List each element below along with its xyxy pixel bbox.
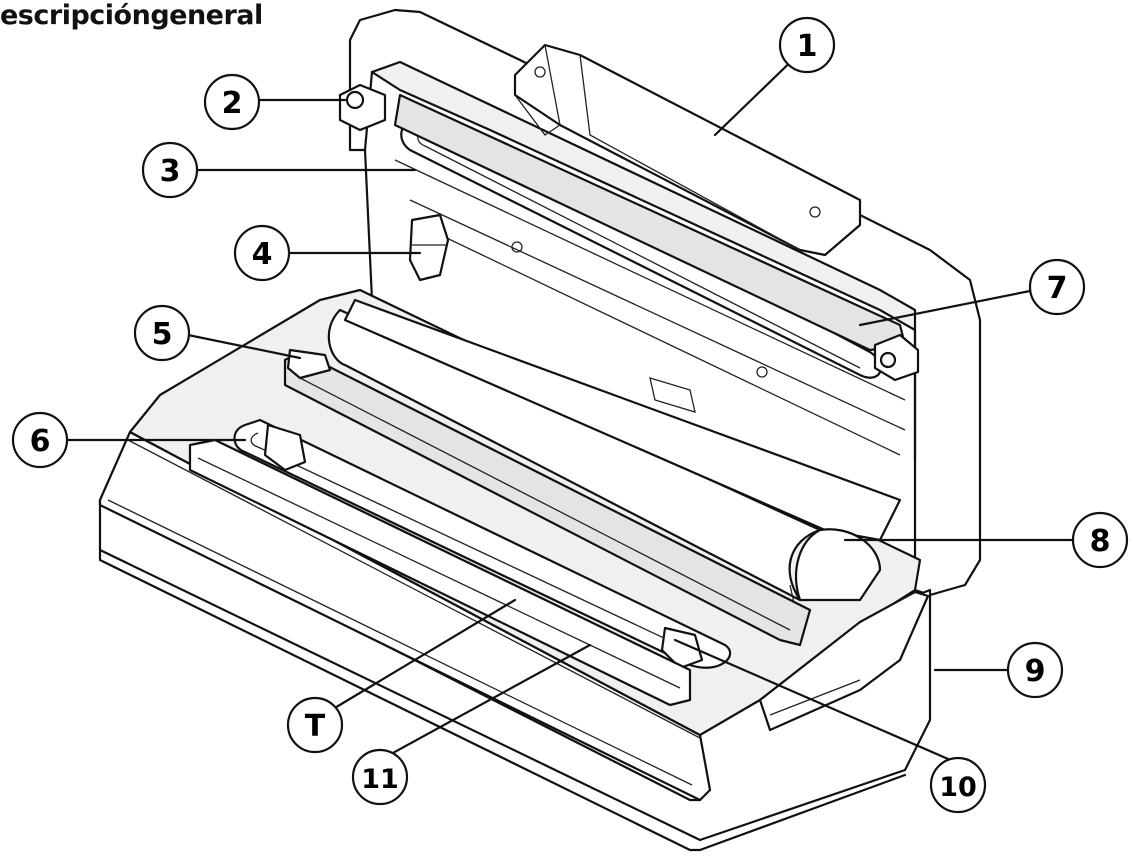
page-title: escripcióngeneral (0, 0, 263, 31)
callout-10-label: 10 (939, 772, 977, 803)
callout-2-label: 2 (222, 86, 243, 121)
callout-9-label: 9 (1025, 654, 1046, 689)
leader-lines (63, 46, 1077, 764)
callout-11: 11 (351, 748, 409, 806)
callout-1: 1 (778, 16, 836, 74)
callout-9: 9 (1006, 641, 1064, 699)
callout-11-label: 11 (361, 764, 399, 795)
callout-6: 6 (11, 411, 69, 469)
callout-8-label: 8 (1090, 524, 1111, 559)
callout-7: 7 (1028, 258, 1086, 316)
callout-t: T (286, 696, 344, 754)
callout-4-label: 4 (252, 237, 273, 272)
callout-6-label: 6 (30, 424, 51, 459)
callout-2: 2 (203, 73, 261, 131)
lower-gasket (233, 418, 732, 670)
callout-5-label: 5 (152, 317, 173, 352)
callout-3: 3 (141, 141, 199, 199)
lid (338, 8, 982, 597)
callout-3-label: 3 (160, 154, 181, 189)
callout-t-label: T (305, 709, 326, 744)
callout-5: 5 (133, 304, 191, 362)
callout-4: 4 (233, 224, 291, 282)
callout-7-label: 7 (1047, 271, 1068, 306)
film-roll (327, 298, 902, 631)
callout-1-label: 1 (797, 29, 818, 64)
callout-8: 8 (1071, 511, 1129, 569)
callout-10: 10 (929, 756, 987, 814)
